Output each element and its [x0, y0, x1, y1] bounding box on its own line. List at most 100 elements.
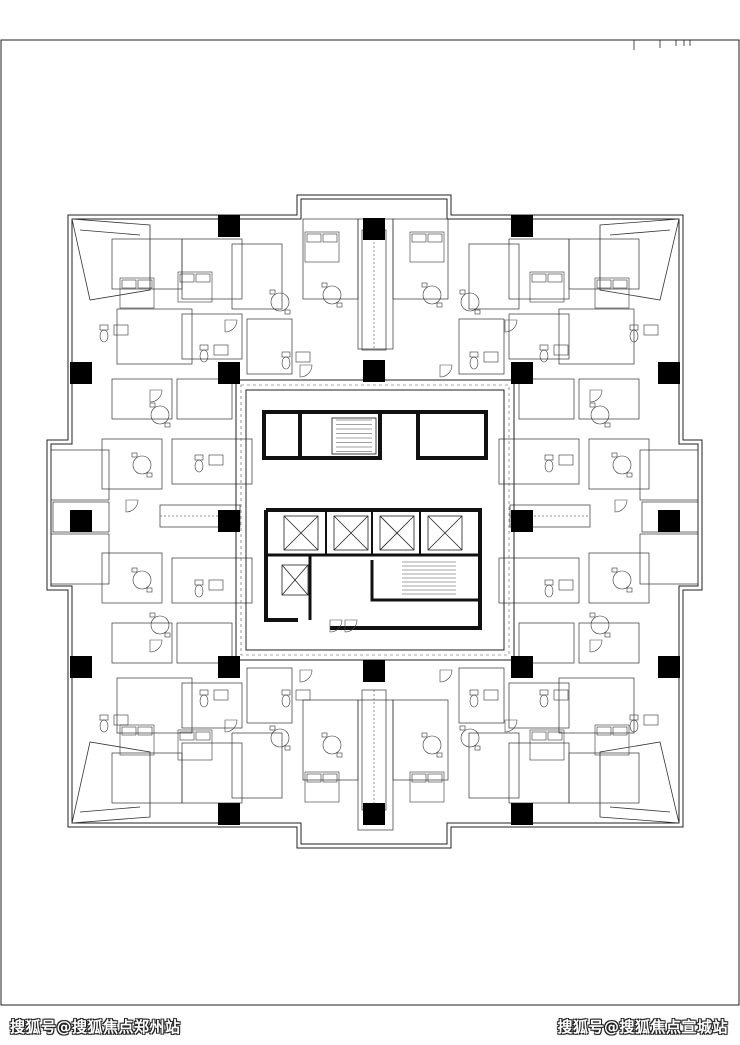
bed: [409, 771, 445, 803]
room-wall: [116, 677, 193, 734]
column: [70, 510, 92, 532]
bed: [304, 771, 340, 803]
room-wall: [176, 378, 233, 420]
bed: [177, 729, 213, 761]
core-stair-treads-lower: [402, 561, 456, 595]
room-wall: [111, 378, 173, 420]
table: [611, 452, 633, 478]
toilet: [99, 714, 129, 733]
table: [321, 282, 343, 308]
door-swing: [504, 319, 518, 333]
table: [459, 725, 481, 751]
unit-partitions: [50, 218, 699, 831]
elevator-car: [333, 515, 369, 551]
room-wall: [568, 238, 640, 290]
column: [70, 656, 92, 678]
door-swing: [439, 669, 453, 683]
room-wall: [498, 557, 580, 604]
column: [363, 360, 385, 382]
elevator-car: [379, 515, 415, 551]
room-wall: [50, 533, 110, 585]
core-stair-block: [262, 410, 488, 460]
building-outline: [46, 194, 703, 849]
toilet: [194, 579, 224, 598]
toilet: [194, 454, 224, 473]
table: [459, 289, 481, 315]
room-wall: [246, 667, 293, 724]
table: [131, 567, 153, 593]
table: [589, 402, 611, 428]
column: [70, 362, 92, 384]
room-wall: [588, 438, 650, 490]
structural-columns: [70, 215, 680, 825]
room-wall: [111, 622, 173, 664]
door-swing: [299, 364, 313, 378]
bed: [529, 271, 565, 303]
room-wall: [101, 438, 163, 490]
door-swing: [224, 319, 238, 333]
column: [511, 656, 533, 678]
room-wall: [171, 557, 253, 604]
bed: [177, 271, 213, 303]
door-swings: [125, 319, 628, 733]
room-wall: [302, 699, 359, 781]
room-wall: [111, 752, 183, 804]
toilet: [629, 714, 659, 733]
corridor-dash: [240, 384, 510, 656]
room-wall: [468, 732, 520, 799]
room-wall: [392, 218, 449, 300]
sheet-border: [0, 39, 740, 1006]
column: [218, 362, 240, 384]
bed: [119, 277, 155, 309]
watermark-left: 搜狐号@搜狐焦点郑州站: [10, 1018, 181, 1036]
column: [511, 510, 533, 532]
table: [611, 567, 633, 593]
column: [511, 215, 533, 237]
room-wall: [518, 378, 575, 420]
title-block-ticks: [633, 40, 691, 50]
room-wall: [558, 677, 635, 734]
watermark-right: 搜狐号@搜狐焦点宣城站: [557, 1018, 728, 1036]
bed: [594, 724, 630, 756]
door-swing: [344, 619, 358, 633]
table: [269, 289, 291, 315]
bed: [594, 277, 630, 309]
toilet: [469, 689, 499, 708]
elevator-cars: [281, 515, 463, 596]
table: [149, 612, 171, 638]
unit-fixtures: [99, 231, 659, 803]
room-wall: [639, 533, 699, 585]
bed: [529, 729, 565, 761]
room-wall: [116, 308, 193, 365]
table: [149, 402, 171, 428]
room-wall: [498, 438, 580, 485]
toilet: [199, 344, 229, 363]
room-wall: [231, 732, 283, 799]
room-wall: [568, 752, 640, 804]
toilet: [544, 579, 574, 598]
bed: [304, 231, 340, 263]
room-wall: [588, 552, 650, 604]
room-wall: [231, 243, 283, 310]
door-swing: [504, 719, 518, 733]
door-swing: [299, 669, 313, 683]
room-wall: [171, 438, 253, 485]
door-swing: [589, 639, 603, 653]
door-swing: [329, 619, 343, 633]
core-elevator-block: [264, 508, 482, 630]
column: [218, 656, 240, 678]
toilet: [99, 324, 129, 343]
door-swing: [149, 639, 163, 653]
toilet: [199, 689, 229, 708]
room-wall: [508, 238, 570, 300]
table: [321, 732, 343, 758]
column: [511, 803, 533, 825]
room-wall: [302, 218, 359, 300]
room-wall: [468, 243, 520, 310]
bed: [119, 724, 155, 756]
room-wall: [111, 238, 183, 290]
table: [131, 452, 153, 478]
column: [658, 656, 680, 678]
toilet: [469, 351, 499, 370]
toilet: [539, 344, 569, 363]
